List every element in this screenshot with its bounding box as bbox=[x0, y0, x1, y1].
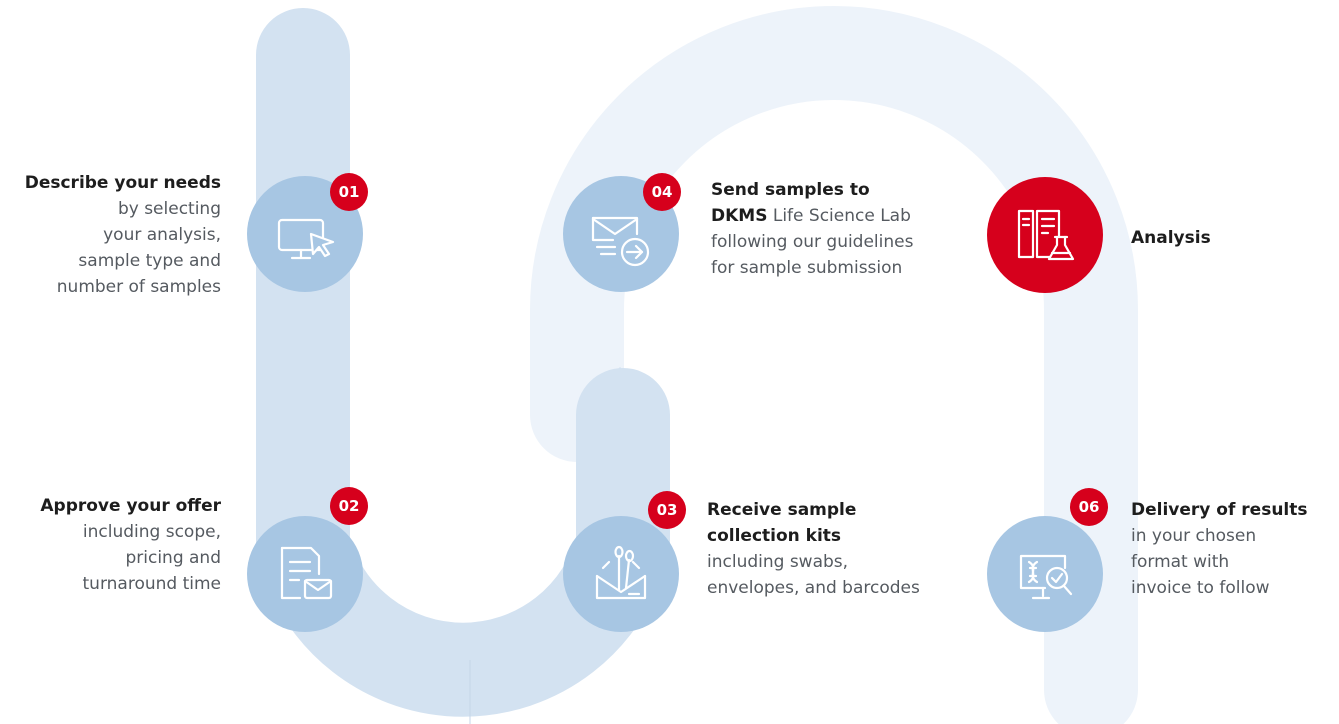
step-04-desc-2: for sample submission bbox=[711, 258, 903, 278]
step-05-node bbox=[987, 177, 1103, 293]
step-06-badge: 06 bbox=[1070, 488, 1108, 526]
mail-send-icon bbox=[591, 216, 650, 267]
step-06-text: Delivery of results in your chosen forma… bbox=[1131, 497, 1308, 601]
step-04-title-bold: DKMS bbox=[711, 206, 768, 226]
step-02-desc-2: pricing and bbox=[125, 548, 221, 568]
step-01-badge: 01 bbox=[330, 173, 368, 211]
step-04-text: Send samples to DKMS Life Science Lab fo… bbox=[711, 177, 913, 281]
step-05-text: Analysis bbox=[1131, 225, 1211, 251]
step-03-title-2: collection kits bbox=[707, 526, 842, 546]
step-03-desc-1: including swabs, bbox=[707, 552, 849, 572]
step-02-title: Approve your offer bbox=[40, 496, 221, 516]
step-01-desc-3: sample type and bbox=[78, 251, 221, 271]
step-04-title-2: DKMS Life Science Lab bbox=[711, 203, 913, 229]
step-06-node bbox=[987, 516, 1103, 632]
step-04-title-1: Send samples to bbox=[711, 180, 870, 200]
step-02-node bbox=[247, 516, 363, 632]
step-03-badge: 03 bbox=[648, 491, 686, 529]
step-02-badge: 02 bbox=[330, 487, 368, 525]
step-01-desc-1: by selecting bbox=[117, 199, 221, 219]
track-arrow-up bbox=[577, 367, 669, 420]
step-05-title: Analysis bbox=[1131, 228, 1211, 248]
lab-analysis-icon bbox=[1017, 209, 1075, 261]
step-01-desc-4: number of samples bbox=[56, 277, 221, 297]
step-03-title-1: Receive sample bbox=[707, 500, 857, 520]
document-envelope-icon bbox=[280, 546, 333, 600]
step-06-desc-2: format with bbox=[1131, 552, 1230, 572]
swab-kit-icon bbox=[595, 545, 647, 600]
step-04-title-rest: Life Science Lab bbox=[767, 206, 911, 226]
step-04-badge: 04 bbox=[643, 173, 681, 211]
step-06-desc-1: in your chosen bbox=[1131, 526, 1257, 546]
step-03-text: Receive sample collection kits including… bbox=[707, 497, 920, 601]
step-02-text: Approve your offer including scope, pric… bbox=[40, 493, 221, 597]
step-06-desc-3: invoice to follow bbox=[1131, 578, 1270, 598]
step-01-text: Describe your needs by selecting your an… bbox=[25, 170, 221, 300]
step-02-desc-1: including scope, bbox=[82, 522, 221, 542]
step-02-desc-3: turnaround time bbox=[82, 574, 222, 594]
computer-cursor-icon bbox=[277, 218, 335, 260]
dna-results-icon bbox=[1019, 554, 1073, 600]
step-03-desc-2: envelopes, and barcodes bbox=[707, 578, 920, 598]
step-01-title: Describe your needs bbox=[24, 173, 221, 193]
step-03-node bbox=[563, 516, 679, 632]
step-01-desc-2: your analysis, bbox=[103, 225, 221, 245]
step-04-desc-1: following our guidelines bbox=[711, 232, 914, 252]
step-06-title: Delivery of results bbox=[1131, 500, 1308, 520]
